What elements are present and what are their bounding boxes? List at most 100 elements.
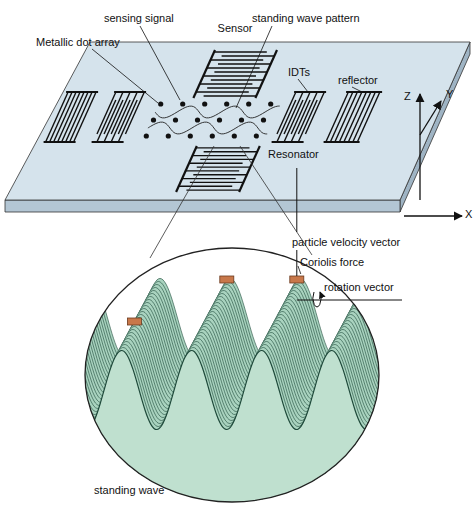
metal-dot xyxy=(268,101,273,106)
metal-dot xyxy=(254,133,259,138)
leader-line xyxy=(140,26,180,100)
wave-band xyxy=(70,326,400,514)
electrode-finger xyxy=(344,92,367,142)
bus-bar xyxy=(239,146,260,192)
axis-label: X xyxy=(465,208,472,221)
metal-dot xyxy=(188,133,193,138)
substrate-front xyxy=(5,200,400,212)
metal-dot xyxy=(232,133,237,138)
substrate-top xyxy=(5,42,470,200)
wave-band xyxy=(70,338,400,514)
wave-band xyxy=(70,287,400,514)
sensor-idt: Sensor xyxy=(188,22,282,102)
electrode-finger xyxy=(207,67,260,68)
rotation-arrow xyxy=(313,292,321,307)
metal-dot xyxy=(239,117,244,122)
axis-label: Z xyxy=(404,90,411,103)
bus-bar xyxy=(346,91,382,93)
wave-band xyxy=(70,284,400,514)
electrode-finger xyxy=(74,92,97,142)
electrode-finger xyxy=(339,92,362,142)
wave-band xyxy=(70,308,400,514)
wave-band xyxy=(70,320,400,514)
leader-line xyxy=(352,87,362,92)
electrode-finger xyxy=(218,63,271,64)
electrode-finger xyxy=(204,151,258,152)
electrode-finger xyxy=(186,189,240,190)
vector-label: particle velocity vector xyxy=(292,236,400,249)
electrode-finger xyxy=(222,55,275,56)
part-label: Metallic dot array xyxy=(36,36,120,49)
wave-band xyxy=(70,290,400,514)
vector-label: Coriolis force xyxy=(300,256,364,269)
wave-band xyxy=(70,317,400,514)
wave-band xyxy=(70,335,400,514)
metal-dot-block xyxy=(220,276,234,283)
electrode-finger xyxy=(214,71,267,72)
electrode-finger xyxy=(214,51,267,52)
metal-dot xyxy=(261,117,266,122)
metal-dot xyxy=(180,101,185,106)
wave-band xyxy=(70,281,400,514)
metal-dot-block xyxy=(290,276,304,283)
electrode-finger xyxy=(326,92,349,142)
vector-label: rotation vector xyxy=(324,281,394,294)
wave-rib xyxy=(70,350,400,429)
wave-surface xyxy=(70,278,400,514)
axis-arrow xyxy=(420,101,441,135)
electrode-finger xyxy=(348,92,371,142)
bus-bar xyxy=(44,141,76,143)
electrode-finger xyxy=(196,91,249,92)
wave-band xyxy=(70,296,400,514)
electrode-finger xyxy=(335,92,358,142)
wave-band xyxy=(70,329,400,514)
electrode-finger xyxy=(189,163,243,164)
electrode-finger xyxy=(357,92,380,142)
electrode-finger xyxy=(193,174,247,175)
electrode-finger xyxy=(353,92,376,142)
wave-band xyxy=(70,302,400,514)
electrode-finger xyxy=(200,159,254,160)
bus-bar xyxy=(193,50,215,98)
idt-left xyxy=(92,92,147,142)
metal-dot-block xyxy=(127,318,141,325)
electrode-finger xyxy=(305,92,324,134)
electrode-finger xyxy=(200,83,253,84)
device xyxy=(44,92,383,192)
wave-band xyxy=(70,344,400,514)
electrode-finger xyxy=(211,59,264,60)
electrode-finger xyxy=(203,75,256,76)
standing-wave-pattern xyxy=(155,106,280,118)
axis-label: Y xyxy=(446,88,453,101)
wave-band xyxy=(70,350,400,514)
pattern-label: standing wave pattern xyxy=(252,12,360,25)
wave-band xyxy=(70,314,400,514)
part-label: reflector xyxy=(338,74,378,87)
electrode-finger xyxy=(204,95,257,96)
wave-band xyxy=(70,305,400,514)
bus-bar xyxy=(255,50,277,98)
axis-arrow xyxy=(419,94,420,200)
leader-line xyxy=(298,79,308,92)
electrode-finger xyxy=(179,186,233,187)
particle-velocity-vector xyxy=(296,250,297,276)
substrate xyxy=(5,42,470,212)
electrode-finger xyxy=(182,178,236,179)
sensor-idt-lower xyxy=(176,146,260,192)
electrode-finger xyxy=(197,166,251,167)
wave-band xyxy=(70,293,400,514)
electrode-finger xyxy=(192,155,246,156)
electrode-finger xyxy=(186,170,240,171)
wave-band xyxy=(70,332,400,514)
wave-band xyxy=(70,341,400,514)
particle-velocity-vector xyxy=(296,168,297,232)
electrode-finger xyxy=(118,100,137,142)
wave-band xyxy=(70,323,400,514)
axes xyxy=(404,94,462,216)
metal-dot xyxy=(151,117,156,122)
axis-arrow xyxy=(404,215,462,216)
electrode-finger xyxy=(330,92,353,142)
